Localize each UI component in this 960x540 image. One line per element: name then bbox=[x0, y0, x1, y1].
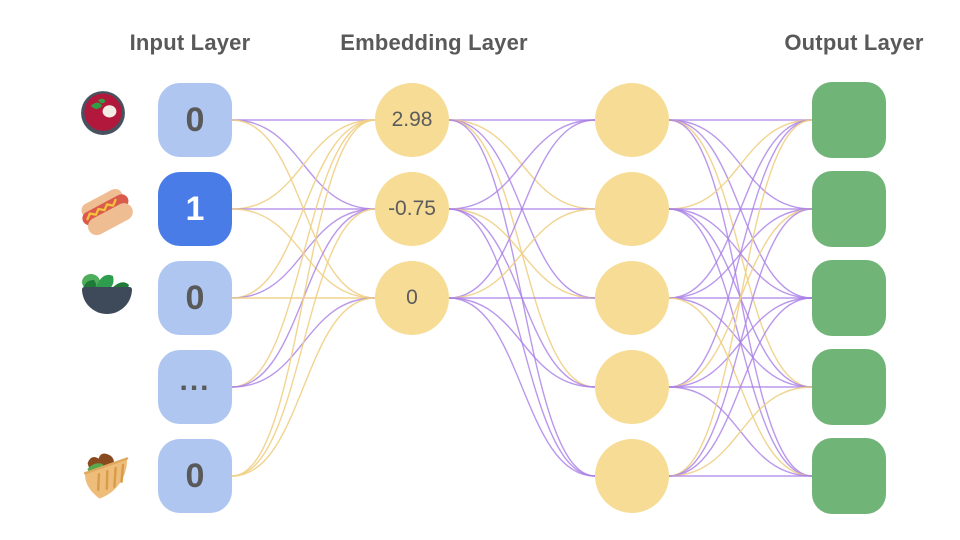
input-layer-header: Input Layer bbox=[129, 30, 251, 55]
input-node: 1 bbox=[158, 172, 232, 246]
connection-edge bbox=[231, 119, 376, 388]
embedding-node-value: 2.98 bbox=[391, 108, 433, 131]
embedding-node-value: 0 bbox=[406, 286, 418, 309]
connection-edge bbox=[448, 119, 596, 299]
output-layer-header: Output Layer bbox=[784, 30, 924, 55]
pita-icon bbox=[83, 453, 129, 499]
salad-icon bbox=[82, 274, 132, 314]
input-node: 0 bbox=[158, 83, 232, 157]
hidden-node bbox=[595, 172, 669, 246]
connection-edge bbox=[668, 208, 813, 477]
input-node: 0 bbox=[158, 261, 232, 335]
connection-edge bbox=[448, 208, 596, 299]
connection-edge bbox=[668, 119, 813, 210]
input-node-value: ... bbox=[179, 364, 211, 397]
output-node bbox=[812, 438, 886, 514]
connection-edge bbox=[231, 119, 376, 299]
connection-edge bbox=[231, 119, 376, 210]
connection-edge bbox=[231, 119, 376, 477]
embedding-node: -0.75 bbox=[375, 172, 449, 246]
connection-edge bbox=[231, 208, 376, 477]
input-node-value: 0 bbox=[185, 278, 205, 317]
connection-edge bbox=[668, 119, 813, 299]
connection-edge bbox=[448, 119, 596, 210]
input-node-value: 0 bbox=[185, 456, 205, 495]
output-node bbox=[812, 171, 886, 247]
hidden-node bbox=[595, 439, 669, 513]
embedding-node: 0 bbox=[375, 261, 449, 335]
hot-dog-icon bbox=[81, 188, 133, 236]
input-node-value: 0 bbox=[185, 100, 205, 139]
connection-edge bbox=[668, 119, 813, 477]
connection-edge bbox=[668, 297, 813, 477]
hidden-node bbox=[595, 350, 669, 424]
connection-edge bbox=[448, 297, 596, 477]
input-node: ... bbox=[158, 350, 232, 424]
input-node-value: 1 bbox=[185, 189, 205, 228]
hidden-node bbox=[595, 261, 669, 335]
output-node bbox=[812, 82, 886, 158]
embedding-node-value: -0.75 bbox=[388, 197, 436, 220]
output-node bbox=[812, 260, 886, 336]
input-node: 0 bbox=[158, 439, 232, 513]
soup-icon bbox=[81, 91, 125, 135]
embedding-layer-header: Embedding Layer bbox=[340, 30, 528, 55]
hidden-node bbox=[595, 83, 669, 157]
connection-edge bbox=[448, 297, 596, 388]
embedding-node: 2.98 bbox=[375, 83, 449, 157]
connection-edge bbox=[668, 386, 813, 477]
connection-edge bbox=[231, 297, 376, 477]
connection-edge bbox=[668, 119, 813, 388]
output-node bbox=[812, 349, 886, 425]
